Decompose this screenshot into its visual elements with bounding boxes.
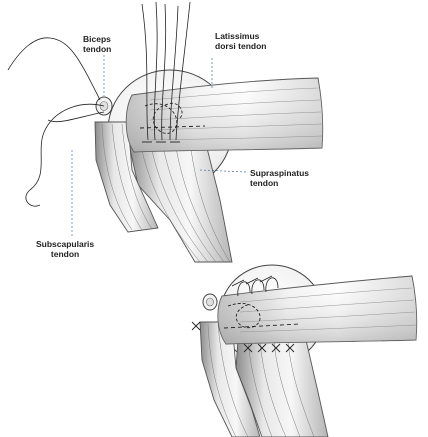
figure-eight-suture xyxy=(144,102,183,134)
cross-stitches-bottom xyxy=(243,343,295,353)
label-subscapularis-tendon: Subscapularis tendon xyxy=(36,239,95,259)
bottom-illustration xyxy=(191,264,418,437)
suture-threads-top xyxy=(141,1,191,141)
label-supraspinatus-tendon: Supraspinatus tendon xyxy=(250,168,310,188)
label-latissimus-dorsi-tendon: Latissimus dorsi tendon xyxy=(215,31,267,51)
suture-loops-bottom xyxy=(231,275,279,297)
label-biceps-tendon: Biceps tendon xyxy=(83,34,112,54)
suture-thread-left xyxy=(7,37,105,207)
top-illustration xyxy=(7,1,324,263)
